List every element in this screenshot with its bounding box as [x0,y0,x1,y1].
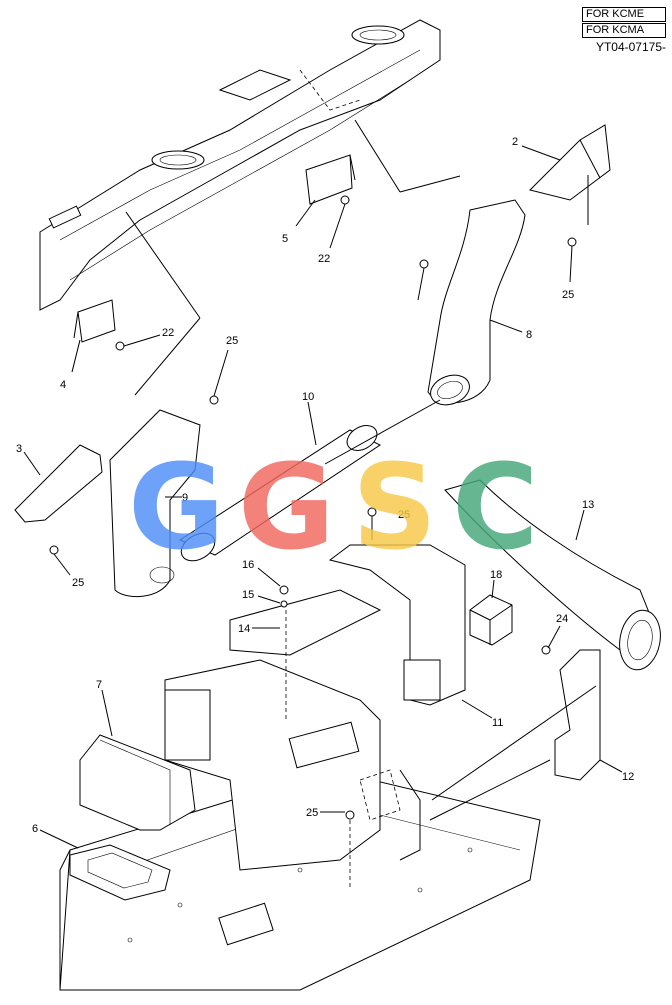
callout-15: 15 [242,589,254,601]
bracket-4 [73,299,116,343]
bracket-5 [305,154,356,205]
gasket-6 [69,844,171,901]
watermark: G G S C [128,438,539,576]
callout-4: 4 [60,379,66,391]
duct-11 [328,544,466,706]
callout-14: 14 [238,623,250,635]
callout-22-left: 22 [162,327,174,339]
unit-7 [79,734,196,831]
callout-25-left-lower: 25 [72,577,84,589]
watermark-letter-g2: G [238,438,335,576]
callout-6: 6 [32,823,38,835]
callout-25-bracket: 25 [226,335,238,347]
watermark-letter-s: S [352,438,437,576]
bracket-3 [14,444,103,523]
callout-13: 13 [582,499,594,511]
duct-9 [109,409,201,598]
callout-18: 18 [490,569,502,581]
watermark-letter-c: C [452,438,539,576]
callout-8: 8 [526,329,532,341]
callout-9: 9 [182,492,188,504]
block-18 [469,594,513,646]
callout-11: 11 [492,717,503,729]
callout-numbers: 2 5 22 25 8 4 22 25 10 3 9 25 25 13 16 1… [16,136,634,835]
callout-10: 10 [302,391,314,403]
duct-12 [554,649,601,781]
callout-25-right: 25 [562,289,574,301]
callout-25-bottom: 25 [306,807,318,819]
callout-5: 5 [282,233,288,245]
callout-16: 16 [242,559,254,571]
callout-2: 2 [512,136,518,148]
label-for-kcma: FOR KCMA [582,23,666,38]
callout-24: 24 [556,613,568,625]
serial-number: YT04-07175- [595,40,666,54]
upper-duct-assembly [39,19,441,311]
callout-3: 3 [16,443,22,455]
callout-22-upper: 22 [318,253,330,265]
duct-2 [529,124,611,201]
filter-14 [229,589,382,656]
label-for-kcme: FOR KCME [582,7,666,22]
watermark-letter-g1: G [128,438,225,576]
callout-12: 12 [622,771,634,783]
callout-7: 7 [96,679,102,691]
heater-unit [164,659,421,871]
callout-25-center: 25 [398,509,410,521]
duct-13 [444,479,661,671]
duct-8 [427,199,526,406]
leader-lines [23,119,623,890]
